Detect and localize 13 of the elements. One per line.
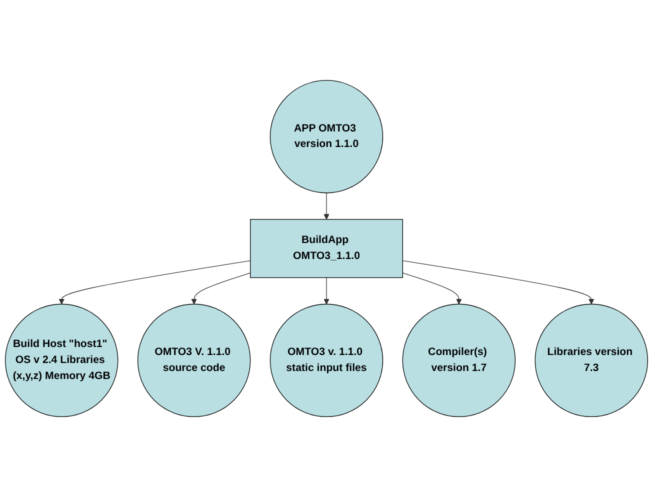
arrow [191,272,251,304]
arrow [324,277,330,304]
arrow [324,192,330,220]
arrow [402,260,594,304]
arrow [402,272,462,304]
node-circle: APP OMTO3 version 1.1.0 [270,80,384,194]
node-circle: OMTO3 v. 1.1.0 static input files [270,304,384,418]
node-box: BuildApp OMTO3_1.1.0 [250,219,403,278]
node-circle: Build Host "host1" OS v 2.4 Libraries (x,y,z) Memory 4GB [4,304,118,418]
node-circle: OMTO3 V. 1.1.0 source code [137,304,251,418]
node-circle: Compiler(s) version 1.7 [402,304,516,418]
node-circle: Libraries version 7.3 [534,304,648,418]
arrow [58,260,251,304]
